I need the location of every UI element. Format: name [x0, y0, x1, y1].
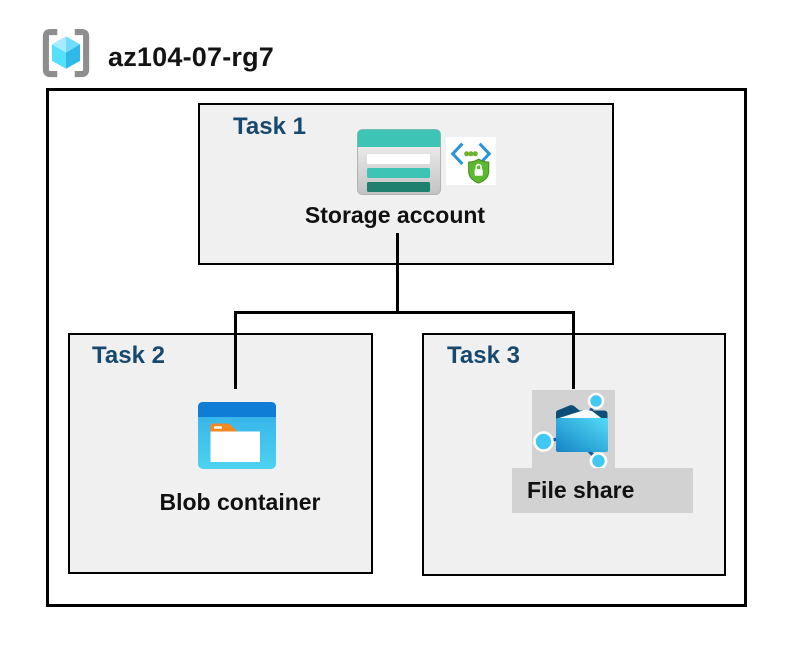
task2-box: Task 2 Blob container: [68, 333, 373, 574]
blob-container-icon: [198, 402, 276, 469]
task3-label: Task 3: [447, 342, 520, 369]
task2-label: Task 2: [92, 342, 165, 369]
file-share-icon: [532, 390, 615, 470]
connector-to-blob: [234, 311, 237, 389]
file-share-label: File share: [527, 477, 635, 503]
storage-account-icon: [357, 129, 441, 195]
connector-to-fileshare: [572, 311, 575, 389]
task3-box: Task 3 File share: [422, 333, 726, 576]
task1-box: Task 1 Storage account: [198, 103, 614, 265]
storage-account-label: Storage account: [304, 202, 486, 228]
connector-storage-stem: [396, 233, 399, 313]
file-share-label-highlight: File share: [512, 468, 693, 513]
resource-group-icon: [38, 25, 94, 81]
resource-group-name: az104-07-rg7: [108, 42, 274, 72]
blob-container-label: Blob container: [159, 489, 321, 515]
connector-horizontal: [234, 311, 575, 314]
secure-access-icon: [446, 137, 496, 185]
task1-label: Task 1: [233, 113, 306, 140]
